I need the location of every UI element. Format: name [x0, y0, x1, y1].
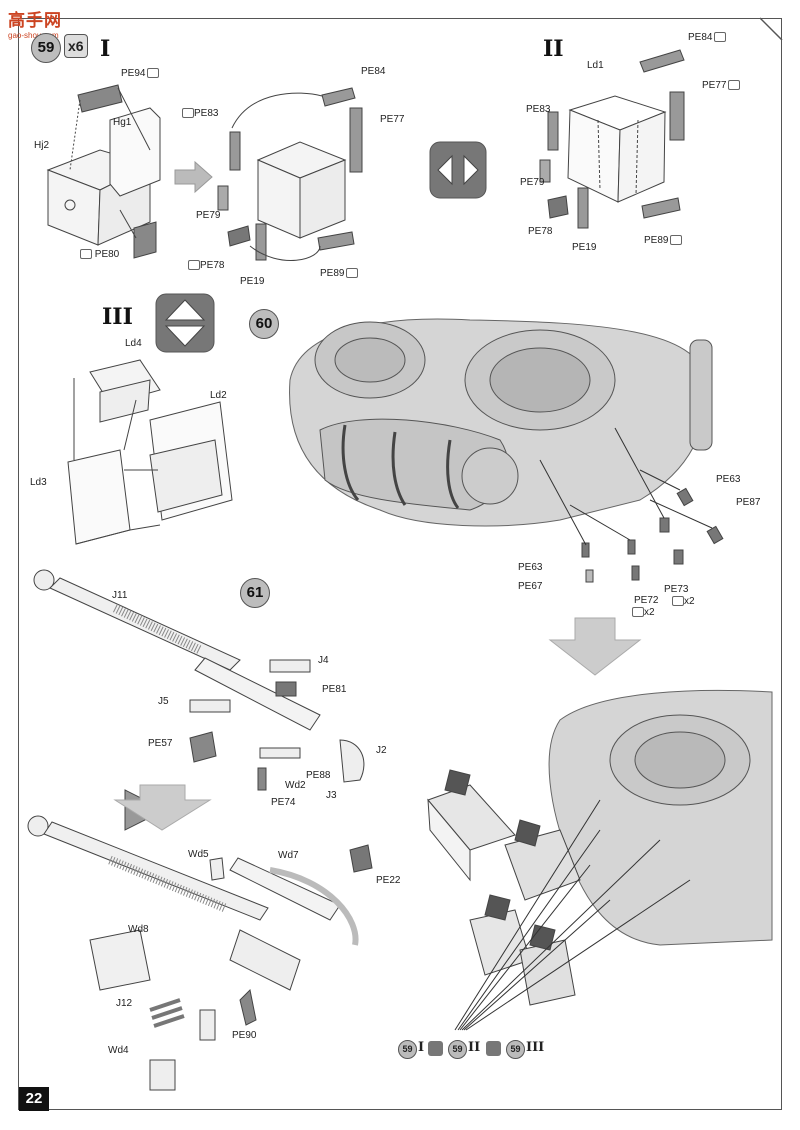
- part-label: Wd7: [278, 850, 299, 861]
- part-label: PE83: [180, 108, 218, 119]
- part-label: PE74: [271, 797, 296, 808]
- machine-gun-assembled: [27, 815, 373, 1091]
- part-label: J2: [376, 745, 387, 756]
- part-label: PE89: [320, 268, 359, 279]
- ref-59-badge-2: 59: [448, 1040, 467, 1059]
- ref-59-badge-3: 59: [506, 1040, 525, 1059]
- part-label: PE84: [688, 32, 727, 43]
- part-label: x2: [670, 596, 695, 607]
- part-label: PE73: [664, 584, 689, 595]
- part-label: PE90: [232, 1030, 257, 1041]
- part-label: PE78: [528, 226, 553, 237]
- ref-roman-2: II: [468, 1040, 481, 1055]
- ammo-box-assembled: [217, 87, 363, 261]
- part-label: Hg1: [113, 117, 132, 128]
- part-label: J12: [116, 998, 133, 1009]
- part-label: PE22: [376, 875, 401, 886]
- part-label: Wd5: [188, 849, 209, 860]
- canvas-box-parts: [67, 359, 233, 545]
- part-label: Wd2: [285, 780, 306, 791]
- quantity-multiplier: x6: [64, 34, 88, 58]
- step-60-badge: 60: [249, 309, 279, 339]
- part-label: Ld4: [125, 338, 142, 349]
- page-frame: [18, 18, 782, 1110]
- part-label: J4: [318, 655, 329, 666]
- part-label: PE79: [520, 177, 545, 188]
- part-label: PE19: [240, 276, 265, 287]
- part-label: Ld2: [210, 390, 227, 401]
- substep-I: I: [100, 36, 111, 62]
- part-label: PE19: [572, 242, 597, 253]
- substep-II: II: [543, 36, 564, 62]
- part-label: PE94: [121, 68, 160, 79]
- part-label: Wd4: [108, 1045, 129, 1056]
- part-label: PE84: [361, 66, 386, 77]
- part-label: PE63: [518, 562, 543, 573]
- part-label: PE72: [634, 595, 659, 606]
- ref-59-badge-1: 59: [398, 1040, 417, 1059]
- ammo-box-wrapped: [539, 49, 685, 229]
- part-label: x2: [630, 607, 655, 618]
- step-61-badge: 61: [240, 578, 270, 608]
- part-label: PE81: [322, 684, 347, 695]
- part-label: Wd8: [128, 924, 149, 935]
- part-label: J3: [326, 790, 337, 801]
- part-label: Hj2: [34, 140, 50, 151]
- part-label: PE63: [716, 474, 741, 485]
- flip-icon: [428, 1041, 443, 1056]
- ref-roman-3: III: [526, 1040, 545, 1055]
- page-number: 22: [19, 1087, 49, 1111]
- part-label: PE67: [518, 581, 543, 592]
- ammo-box-exploded: [46, 84, 161, 259]
- part-label: PE88: [306, 770, 331, 781]
- part-label: PE78: [186, 260, 224, 271]
- step-59-badge: 59: [31, 33, 61, 63]
- part-label: PE57: [148, 738, 173, 749]
- ref-roman-1: I: [418, 1040, 425, 1055]
- part-label: J5: [158, 696, 169, 707]
- part-label: Ld3: [30, 477, 47, 488]
- part-label: PE77: [702, 80, 741, 91]
- part-label: J11: [112, 590, 128, 601]
- part-label: Ld1: [587, 60, 604, 71]
- machine-gun-parts: [33, 569, 365, 831]
- turret-top: [289, 318, 713, 527]
- part-label: PE87: [736, 497, 761, 508]
- substep-III: III: [102, 304, 133, 330]
- part-label: PE83: [526, 104, 551, 115]
- part-label: PE80: [78, 249, 119, 260]
- part-label: PE77: [380, 114, 405, 125]
- part-label: PE89: [644, 235, 683, 246]
- part-label: PE79: [196, 210, 221, 221]
- turret-with-boxes: [427, 689, 773, 1006]
- flip-icon: [486, 1041, 501, 1056]
